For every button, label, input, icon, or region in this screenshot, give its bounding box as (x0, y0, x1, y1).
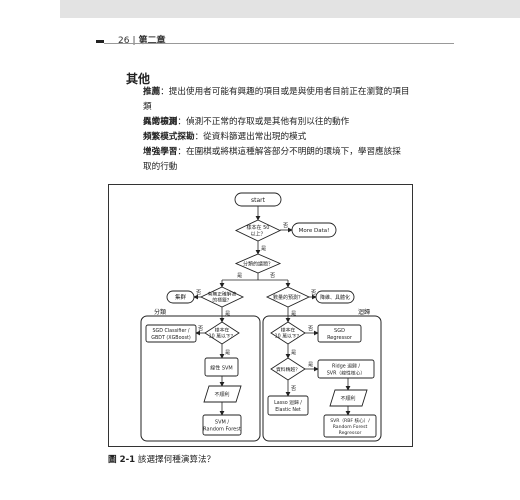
label-no: 否 (283, 222, 288, 229)
svg-text:Lasso 迴歸 /: Lasso 迴歸 / (274, 399, 302, 406)
svg-text:Elastic Net: Elastic Net (275, 407, 301, 413)
svg-text:10 萬以下？: 10 萬以下？ (209, 333, 236, 340)
term: 異常檢測 (143, 117, 178, 127)
definition: ：偵測不正常的存取或是其他有別以往的動作 (177, 117, 350, 127)
decision-labeled: 有無正確解答 的標籤？ (199, 286, 245, 308)
svg-text:SVM /: SVM / (215, 420, 229, 426)
svg-text:的標籤？: 的標籤？ (212, 297, 231, 304)
svg-text:SVR（線性核心）: SVR（線性核心） (327, 370, 365, 377)
page-number: 26 (118, 36, 130, 46)
paragraph-frequent-pattern: 頻繁模式探勘：從資料篩選出常出現的模式 (143, 130, 413, 145)
term: 推薦 (143, 87, 161, 97)
paragraph-recommendation: 推薦：提出使用者可能有興趣的項目或是與使用者目前正在瀏覽的項目類似的項目 (143, 85, 413, 130)
sgd-classifier-node: SGD Classifier / GBDT (XGBoost) (145, 324, 197, 343)
lasso-elastic-net-node: Lasso 迴歸 / Elastic Net (267, 395, 309, 416)
svg-text:樣本在 50: 樣本在 50 (247, 224, 270, 231)
clustering-node: 集群 (166, 290, 195, 304)
paragraph-anomaly: 異常檢測：偵測不正常的存取或是其他有別以往的動作 (143, 115, 413, 130)
decision-few-features: 資料精越？ (270, 357, 306, 381)
dimensionality-reduction-node: 降維、具體化 (315, 290, 355, 304)
svg-text:有無正確解答: 有無正確解答 (208, 291, 237, 298)
label-no: 否 (291, 385, 296, 392)
label-yes: 是 (291, 349, 296, 356)
linear-svm-node: 線性 SVM (204, 357, 239, 377)
classification-group (140, 315, 261, 442)
decision-cls-samples: 樣本在 10 萬以下？ (204, 321, 240, 345)
decision-samples-50: 樣本在 50 以上？ (234, 219, 282, 242)
svg-text:start: start (251, 197, 266, 204)
svg-text:資料精越？: 資料精越？ (276, 366, 300, 373)
ridge-svr-node: Ridge 迴歸 / SVR（線性核心） (317, 359, 375, 379)
svg-text:分類的議題？: 分類的議題？ (243, 261, 273, 268)
header-mark (96, 40, 104, 43)
svg-text:降維、具體化: 降維、具體化 (320, 294, 350, 301)
definition-cont: 似的項目 (143, 117, 178, 127)
svg-text:不順利: 不順利 (340, 395, 355, 402)
svg-text:集群: 集群 (175, 293, 187, 301)
svg-text:SGD Classifier /: SGD Classifier / (152, 328, 189, 334)
label-no: 否 (198, 325, 203, 332)
start-node: start (234, 192, 282, 207)
svg-text:Ridge 迴歸 /: Ridge 迴歸 / (332, 363, 360, 370)
svg-text:線性 SVM: 線性 SVM (210, 365, 233, 372)
header-separator: | (132, 36, 136, 46)
svg-text:樣本在: 樣本在 (215, 327, 230, 334)
decision-reg-samples: 樣本在 10 萬以下？ (270, 321, 306, 345)
section-title: 其他 (126, 72, 151, 86)
paragraph-reinforcement: 增強學習：在圍棋或將棋這種解答部分不明朗的環境下，學習應該採取的行動 (143, 145, 413, 175)
decision-predict-quantity: 數量的預測？ (265, 286, 311, 308)
figure-label: 圖 2-1 (108, 455, 136, 465)
definition: ：在圍棋或將棋這種解答部分不明朗的環境下，學習應該採 (177, 147, 401, 157)
definition-cont: 取的行動 (143, 162, 178, 172)
svg-text:SGD: SGD (334, 328, 345, 334)
svr-random-forest-node: SVR（RBF 核心）/ Random Forest Regressor (323, 414, 377, 438)
label-yes: 是 (237, 272, 242, 279)
decision-classification: 分類的議題？ (234, 253, 282, 274)
svg-text:SVR（RBF 核心）/: SVR（RBF 核心）/ (330, 417, 370, 424)
figure-caption-text: 該選擇何種演算法？ (137, 455, 216, 465)
chapter-label: 第二章 (138, 36, 166, 46)
label-no: 否 (311, 289, 316, 296)
label-no: 否 (270, 272, 275, 279)
more-data-node: More Data! (291, 222, 337, 238)
svg-text:以上？: 以上？ (250, 231, 265, 238)
label-yes: 是 (225, 310, 230, 317)
svg-text:Regressor: Regressor (339, 430, 362, 436)
svg-text:More Data!: More Data! (299, 228, 330, 234)
label-yes: 是 (291, 310, 296, 317)
label-yes: 是 (308, 361, 313, 368)
definition: ：提出使用者可能有興趣的項目或是與使用者目前正在瀏覽的項目類 (143, 87, 410, 112)
running-header: 26|第二章 (118, 33, 166, 46)
label-no: 否 (308, 325, 313, 332)
svg-text:不順利: 不順利 (214, 391, 229, 398)
regression-group-label: 迴歸 (358, 308, 370, 316)
header-rule (104, 43, 454, 44)
svg-text:GBDT (XGBoost): GBDT (XGBoost) (151, 335, 191, 341)
branch-labels: 否 是 是 否 否 否 是 是 否 是 否 是 是 否 (196, 222, 316, 392)
svg-text:樣本在: 樣本在 (281, 327, 296, 334)
label-yes: 是 (261, 245, 266, 252)
sgd-regressor-node: SGD Regressor (317, 324, 362, 343)
svg-text:Random Forest: Random Forest (203, 427, 241, 433)
svg-text:Regressor: Regressor (327, 335, 353, 341)
label-yes: 是 (225, 349, 230, 356)
term: 頻繁模式探勘 (143, 132, 195, 142)
svg-text:Random Forest: Random Forest (333, 424, 368, 430)
regression-group (262, 315, 382, 442)
label-no: 否 (196, 289, 201, 296)
reg-not-working-node: 不順利 (329, 389, 368, 407)
definition: ：從資料篩選出常出現的模式 (194, 132, 307, 142)
figure-caption: 圖 2-1 該選擇何種演算法？ (108, 453, 215, 465)
svg-text:數量的預測？: 數量的預測？ (273, 294, 303, 301)
classification-group-label: 分類 (154, 308, 166, 316)
figure-frame (108, 184, 413, 447)
connectors (193, 206, 351, 416)
svg-text:10 萬以下？: 10 萬以下？ (275, 333, 302, 340)
term: 增強學習 (143, 147, 178, 157)
top-bar (60, 0, 520, 18)
svm-random-forest-node: SVM / Random Forest (202, 414, 242, 436)
cls-not-working-node: 不順利 (203, 385, 242, 403)
